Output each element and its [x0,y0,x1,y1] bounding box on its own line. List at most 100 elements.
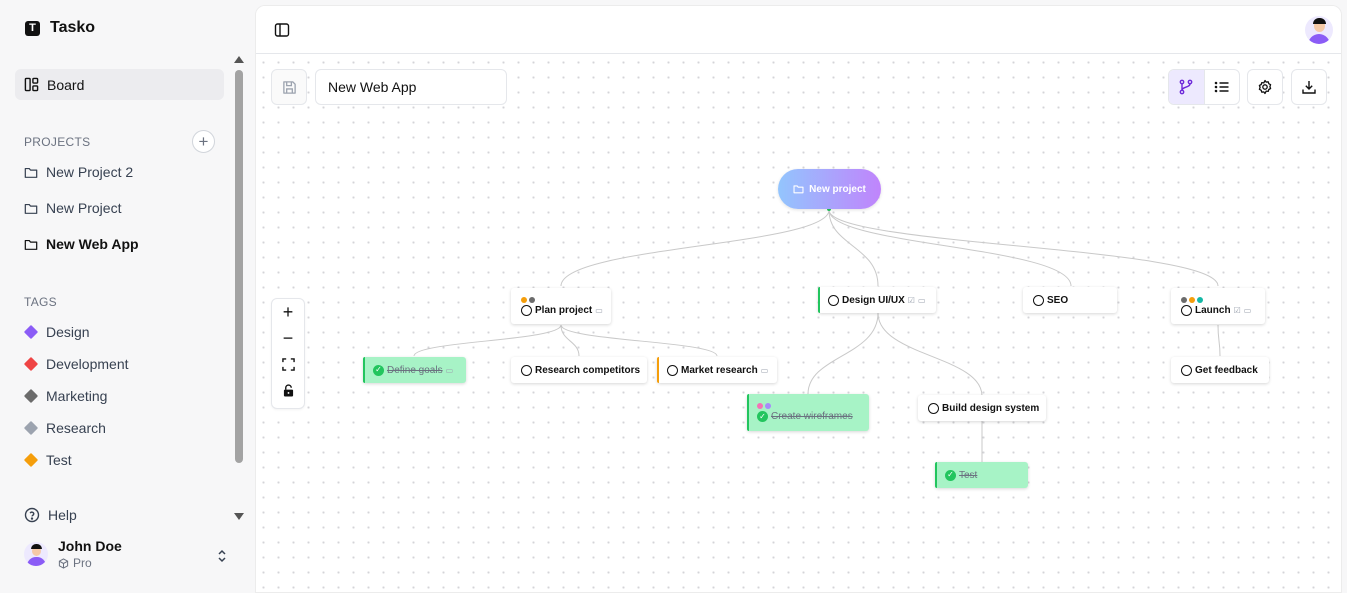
tag-dot [529,296,535,303]
edge [560,209,830,287]
zoom-out-button[interactable]: − [272,325,304,351]
edge [1217,324,1221,357]
flow-view-button[interactable] [1169,70,1204,104]
settings-button[interactable] [1247,69,1283,105]
check-circle-icon[interactable]: ✓ [373,364,384,376]
comment-icon: ▭ [760,365,769,375]
lock-button[interactable] [272,377,304,403]
node-label: New project [809,183,866,195]
view-toggle-group [1168,69,1240,105]
list-icon [1214,81,1229,93]
save-button[interactable] [271,69,307,105]
edge [828,209,1072,287]
avatar [24,542,48,566]
sidebar-item-label: Board [47,76,85,93]
brand[interactable]: T Tasko [25,19,95,37]
status-circle-icon[interactable] [1181,364,1192,376]
edge [560,324,718,357]
check-circle-icon[interactable]: ✓ [945,469,956,481]
node-label: Get feedback [1195,364,1258,376]
status-circle-icon[interactable] [667,364,678,376]
folder-icon [24,167,38,178]
tag-dot [1197,296,1203,303]
comment-icon: ▭ [595,305,603,315]
user-menu[interactable]: John Doe Pro [24,538,122,570]
node-create-wireframes[interactable]: ✓Create wireframes [747,394,869,431]
root-node[interactable]: New project [778,169,881,209]
folder-icon [793,185,804,194]
sidebar-item-project[interactable]: New Project [24,200,121,216]
sidebar-item-board[interactable]: Board [15,69,224,100]
sidebar-scrollbar[interactable] [235,70,243,463]
node-label: Build design system [942,402,1040,414]
diamond-icon [23,324,39,340]
accent-bar [363,357,365,383]
node-launch[interactable]: Launch☑▭ [1171,288,1265,324]
node-test[interactable]: ✓Test [935,462,1028,488]
node-design-uiux[interactable]: Design UI/UX☑▭ [818,287,936,313]
sidebar-tag-development[interactable]: Development [23,356,129,372]
node-label: Test [959,469,978,481]
list-view-button[interactable] [1203,70,1239,104]
scroll-down-arrow[interactable] [234,513,244,520]
node-label: Create wireframes [771,411,853,422]
project-name-input[interactable] [315,69,507,105]
node-build-design-system[interactable]: Build design system [918,395,1046,421]
status-circle-icon[interactable] [521,304,532,316]
sidebar-item-project-active[interactable]: New Web App [24,236,139,252]
sidebar-tag-design[interactable]: Design [23,324,90,340]
avatar[interactable] [1305,16,1333,44]
accent-bar [818,287,820,313]
edge [560,324,580,357]
node-seo[interactable]: SEO [1023,287,1117,313]
accent-bar [935,462,937,488]
node-label: Define goals [387,364,443,376]
diamond-icon [23,452,39,468]
node-research-competitors[interactable]: Research competitors [511,357,647,383]
save-icon [282,80,296,94]
sidebar-tag-marketing[interactable]: Marketing [23,388,107,404]
chevrons-up-down-icon[interactable] [216,548,228,564]
tag-dot [757,403,763,409]
project-label: New Project 2 [46,164,134,180]
node-market-research[interactable]: Market research▭ [657,357,777,383]
node-plan-project[interactable]: Plan project▭ [511,288,611,324]
node-define-goals[interactable]: ✓Define goals▭ [363,357,466,383]
minus-icon: − [282,327,294,348]
edge [877,312,983,397]
status-circle-icon[interactable] [928,402,939,414]
status-circle-icon[interactable] [521,364,532,376]
plus-icon: + [282,301,294,322]
zoom-in-button[interactable]: + [272,299,304,325]
node-get-feedback[interactable]: Get feedback [1171,357,1269,383]
diamond-icon [23,356,39,372]
status-circle-icon[interactable] [1181,304,1192,316]
download-icon [1302,81,1316,94]
help-label: Help [48,507,77,523]
edge [828,209,1219,287]
sidebar-tag-test[interactable]: Test [23,452,72,468]
status-circle-icon[interactable] [1033,294,1044,306]
flow-canvas[interactable] [256,55,1341,592]
fit-view-button[interactable] [272,351,304,377]
flow-edges [413,207,1221,462]
scroll-up-arrow[interactable] [234,56,244,63]
comment-icon: ▭ [445,365,454,375]
check-circle-icon[interactable]: ✓ [757,411,768,422]
gear-icon [1258,79,1272,95]
help-link[interactable]: Help [24,507,77,523]
sidebar-item-project[interactable]: New Project 2 [24,164,133,180]
accent-bar [747,394,749,431]
node-label: Plan project [535,304,593,316]
lock-icon [283,383,293,396]
status-circle-icon[interactable] [828,294,839,306]
tasko-logo-icon: T [25,20,40,36]
add-project-button[interactable]: + [192,130,215,153]
download-button[interactable] [1291,69,1327,105]
sidebar-tag-research[interactable]: Research [23,420,106,436]
sidebar-toggle-icon[interactable] [274,22,290,38]
app-name: Tasko [50,19,96,36]
diamond-icon [23,388,39,404]
sidebar: T Tasko Board PROJECTS + New Project 2 N… [0,0,250,593]
folder-icon [24,239,38,250]
